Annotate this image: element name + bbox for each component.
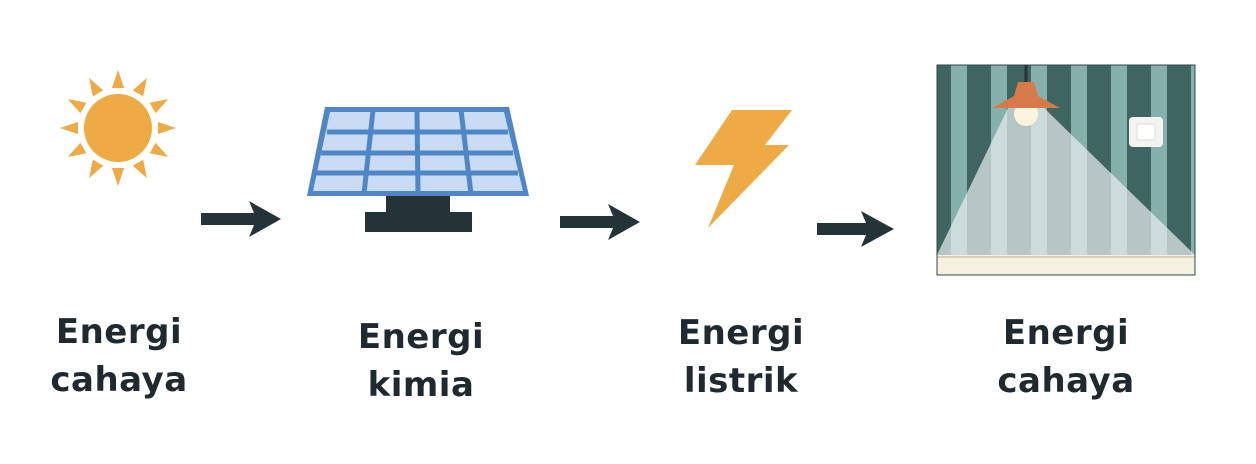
arrow-right-icon [201, 201, 281, 237]
label-line-2: kimia [367, 365, 475, 405]
label-line-1: Energi [55, 312, 183, 352]
room-lamp-icon [936, 64, 1196, 276]
lightning-bolt-icon [695, 110, 792, 228]
stage-label-light-2: Energi cahaya [946, 309, 1186, 405]
arrow-right-icon [560, 204, 640, 240]
label-line-1: Energi [357, 317, 485, 357]
label-line-2: cahaya [997, 361, 1135, 401]
stage-label-electric: Energi listrik [621, 309, 861, 405]
label-line-2: cahaya [50, 360, 188, 400]
label-line-1: Energi [1002, 313, 1130, 353]
arrow-right-icon [817, 211, 894, 247]
label-line-2: listrik [683, 361, 799, 401]
label-line-1: Energi [677, 313, 805, 353]
solar-panel-icon [307, 107, 529, 232]
stage-label-light-1: Energi cahaya [0, 308, 239, 404]
sun-icon [60, 70, 176, 186]
stage-label-chemical: Energi kimia [301, 313, 541, 409]
